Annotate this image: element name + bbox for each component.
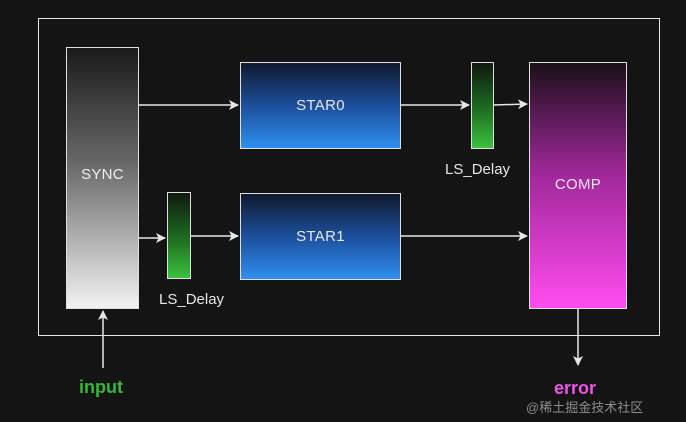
- star0-block: STAR0: [240, 62, 401, 149]
- comp-label: COMP: [554, 176, 602, 193]
- error-label: error: [554, 378, 597, 398]
- sync-label: SYNC: [81, 165, 124, 183]
- ls-delay-top-block: [471, 62, 494, 149]
- comp-block: COMP: [529, 62, 627, 309]
- sync-block: SYNC: [66, 47, 139, 309]
- watermark-text: @稀土掘金技术社区: [526, 400, 644, 415]
- ls-delay-bottom-label: LS_Delay: [159, 291, 225, 308]
- system-boundary-frame: [38, 18, 660, 336]
- input-label: input: [79, 377, 123, 397]
- ls-delay-top-label: LS_Delay: [445, 161, 511, 178]
- star0-label: STAR0: [296, 97, 345, 114]
- ls-delay-bottom-block: [167, 192, 191, 279]
- star1-label: STAR1: [296, 228, 345, 245]
- arrow-delay0-to-comp: [493, 99, 528, 110]
- star1-block: STAR1: [240, 193, 401, 280]
